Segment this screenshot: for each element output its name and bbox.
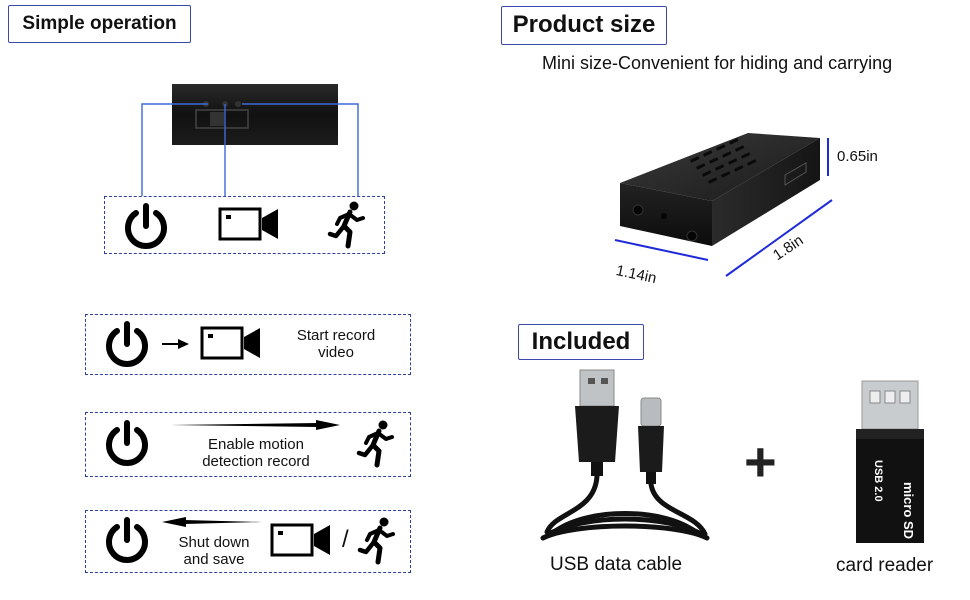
step-line: and save: [183, 551, 245, 568]
usb-cable-icon: [540, 369, 710, 541]
step-shut-down-text: Shut down and save: [162, 534, 266, 568]
product-size-subtitle: Mini size-Convenient for hiding and carr…: [542, 53, 893, 73]
included-heading: Included: [518, 324, 644, 360]
step-motion-detection: [85, 412, 411, 477]
usb-cable-label: USB data cable: [550, 554, 683, 575]
step-start-record-text: Start record video: [276, 327, 396, 361]
simple-operation-heading: Simple operation: [8, 5, 191, 43]
card-reader-microsd-text: micro SD: [901, 482, 916, 540]
card-reader-icon: [856, 380, 924, 543]
running-person-icon: [327, 201, 365, 249]
step-line: Enable motion: [208, 436, 304, 453]
power-icon: [106, 321, 148, 367]
step-line: Start record: [296, 327, 376, 344]
power-icon: [106, 420, 148, 466]
long-arrow-right-icon: [170, 420, 340, 430]
video-camera-icon: [218, 207, 278, 241]
step-line: Shut down: [178, 534, 250, 551]
long-arrow-left-icon: [162, 517, 262, 527]
step-shut-down: [85, 510, 411, 573]
power-icon: [125, 203, 167, 249]
arrow-right-icon: [162, 339, 189, 349]
dimension-height-label: 0.65in: [837, 148, 878, 165]
step-motion-detection-text: Enable motion detection record: [178, 436, 334, 470]
running-person-icon: [357, 517, 395, 565]
step-line: detection record: [202, 453, 310, 470]
running-person-icon: [356, 420, 394, 468]
step-line: video: [318, 344, 354, 361]
card-reader-usb-text: USB 2.0: [872, 460, 884, 502]
plus-sign: +: [744, 430, 777, 493]
product-size-heading: Product size: [501, 6, 667, 45]
card-reader-label: card reader: [836, 555, 934, 576]
power-icon: [106, 517, 148, 563]
video-camera-icon: [200, 326, 260, 360]
video-camera-icon: [270, 523, 330, 557]
separator-slash: /: [342, 526, 349, 553]
